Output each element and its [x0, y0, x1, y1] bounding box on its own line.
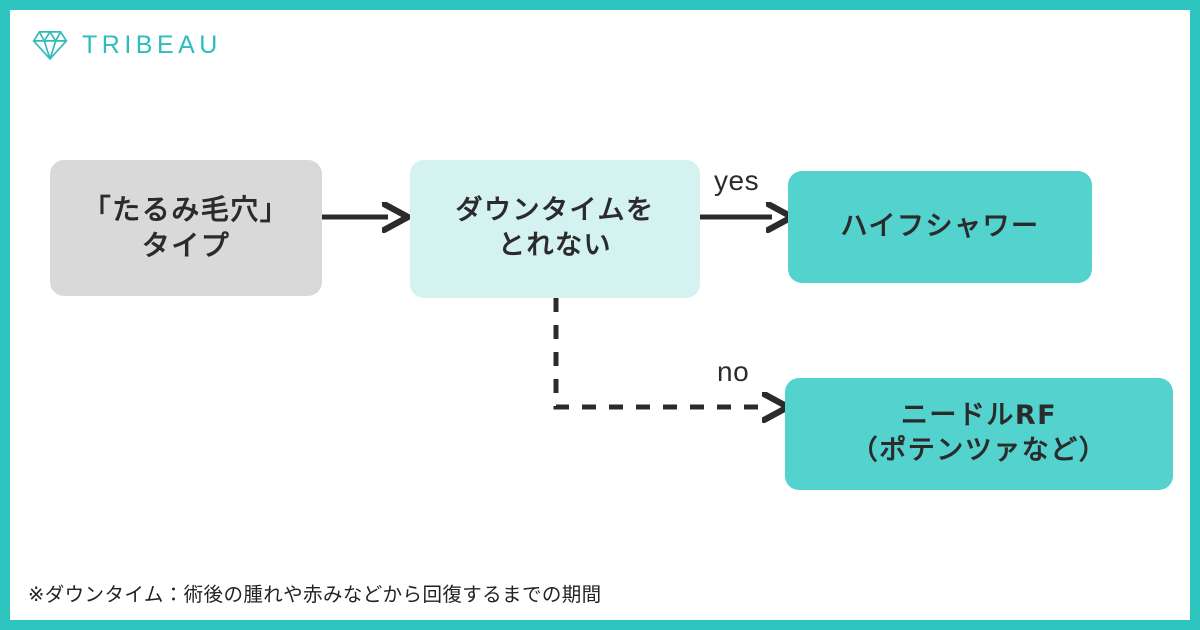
flow-node-outcome-no[interactable]: ニードルRF （ポテンツァなど）	[785, 378, 1173, 490]
brand-name: TRIBEAU	[82, 30, 222, 59]
flow-node-outcome-yes[interactable]: ハイフシャワー	[788, 171, 1092, 283]
edge-decision-to-no	[553, 298, 768, 407]
flow-node-start-label: 「たるみ毛穴」 タイプ	[82, 193, 290, 262]
content-area: TRIBEAU 「たるみ毛穴」 タイプ ダウンタイムを とれない ハイフシャワー	[10, 10, 1190, 620]
diamond-icon	[32, 31, 68, 60]
flow-node-start[interactable]: 「たるみ毛穴」 タイプ	[50, 160, 322, 296]
flow-connectors	[312, 10, 1190, 620]
brand-logo: TRIBEAU	[32, 28, 222, 62]
flow-node-decision-label: ダウンタイムを とれない	[455, 195, 655, 261]
flow-node-outcome-yes-label: ハイフシャワー	[840, 210, 1040, 242]
flow-node-outcome-no-label: ニードルRF （ポテンツァなど）	[850, 400, 1108, 466]
footnote: ※ダウンタイム：術後の腫れや赤みなどから回復するまでの期間	[28, 583, 602, 606]
flow-node-decision[interactable]: ダウンタイムを とれない	[410, 160, 700, 298]
edge-label-yes: yes	[714, 165, 760, 196]
edge-label-no: no	[717, 356, 750, 387]
